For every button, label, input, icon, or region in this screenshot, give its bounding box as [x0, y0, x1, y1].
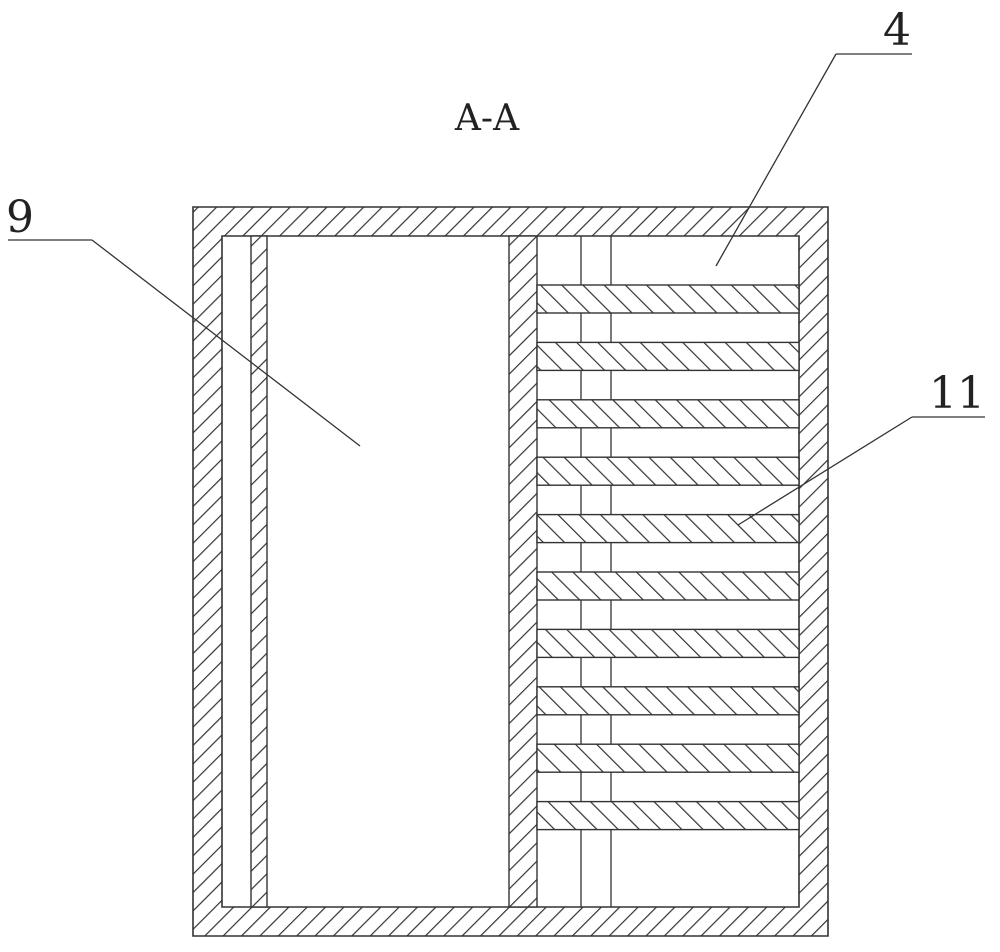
fin-plate — [536, 571, 800, 601]
fin-plate — [536, 341, 800, 372]
outer-wall — [192, 206, 829, 937]
leader-line-11-diagonal — [737, 416, 913, 526]
fin-plate — [536, 513, 800, 544]
fin-plate — [536, 456, 800, 486]
fin-plate — [536, 800, 800, 831]
leader-line-4-diagonal — [715, 53, 837, 267]
fin-plate — [536, 399, 800, 429]
fin-plate — [536, 686, 800, 716]
divider-wall — [508, 235, 538, 908]
callout-11: 11 — [929, 368, 985, 419]
leader-lines — [8, 53, 985, 526]
callout-4: 4 — [883, 5, 911, 56]
fin-plate — [536, 628, 800, 659]
outer-wall-frame — [192, 206, 829, 937]
fin-plates — [536, 284, 800, 831]
section-label: A-A — [454, 98, 520, 139]
fin-plate — [536, 743, 800, 773]
leader-line-9-diagonal — [91, 239, 361, 447]
inner-left-wall — [250, 235, 268, 908]
fin-plate — [536, 284, 800, 314]
callout-9: 9 — [6, 192, 34, 243]
